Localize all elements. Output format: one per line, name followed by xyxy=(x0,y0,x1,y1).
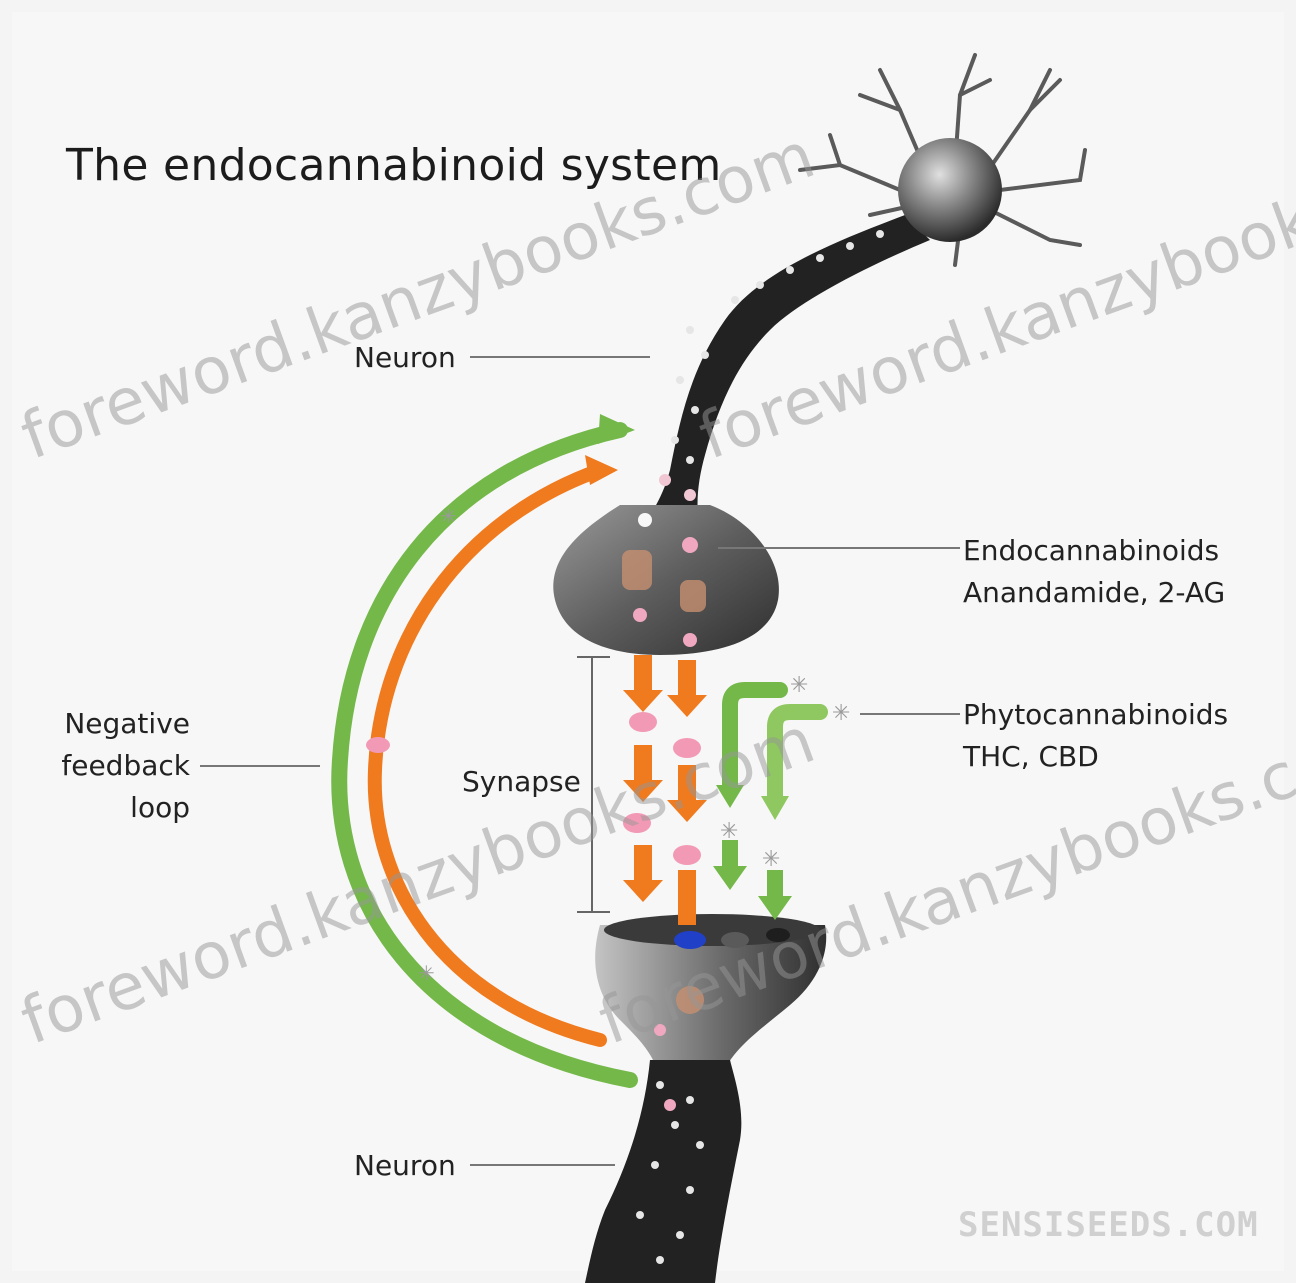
presynaptic-terminal xyxy=(553,505,779,655)
svg-text:✳: ✳ xyxy=(832,701,850,726)
label-neuron-bottom: Neuron xyxy=(354,1145,456,1186)
neuron-cell-body xyxy=(898,138,1002,242)
label-feedback: feedback xyxy=(56,745,190,786)
svg-text:✳: ✳ xyxy=(790,673,808,698)
label-endocannabinoids: Endocannabinoids xyxy=(963,530,1219,571)
svg-text:✳: ✳ xyxy=(440,504,457,528)
svg-text:✳: ✳ xyxy=(418,961,435,985)
label-loop: loop xyxy=(56,787,190,828)
label-endocannabinoids-examples: Anandamide, 2-AG xyxy=(963,572,1225,613)
label-phytocannabinoids-examples: THC, CBD xyxy=(963,736,1099,777)
label-negative: Negative xyxy=(56,703,190,744)
credit-logo: SENSISEEDS.COM xyxy=(958,1205,1259,1245)
svg-text:✳: ✳ xyxy=(762,847,780,872)
label-phytocannabinoids: Phytocannabinoids xyxy=(963,694,1228,735)
svg-text:✳: ✳ xyxy=(720,819,738,844)
lower-axon xyxy=(585,1060,741,1283)
